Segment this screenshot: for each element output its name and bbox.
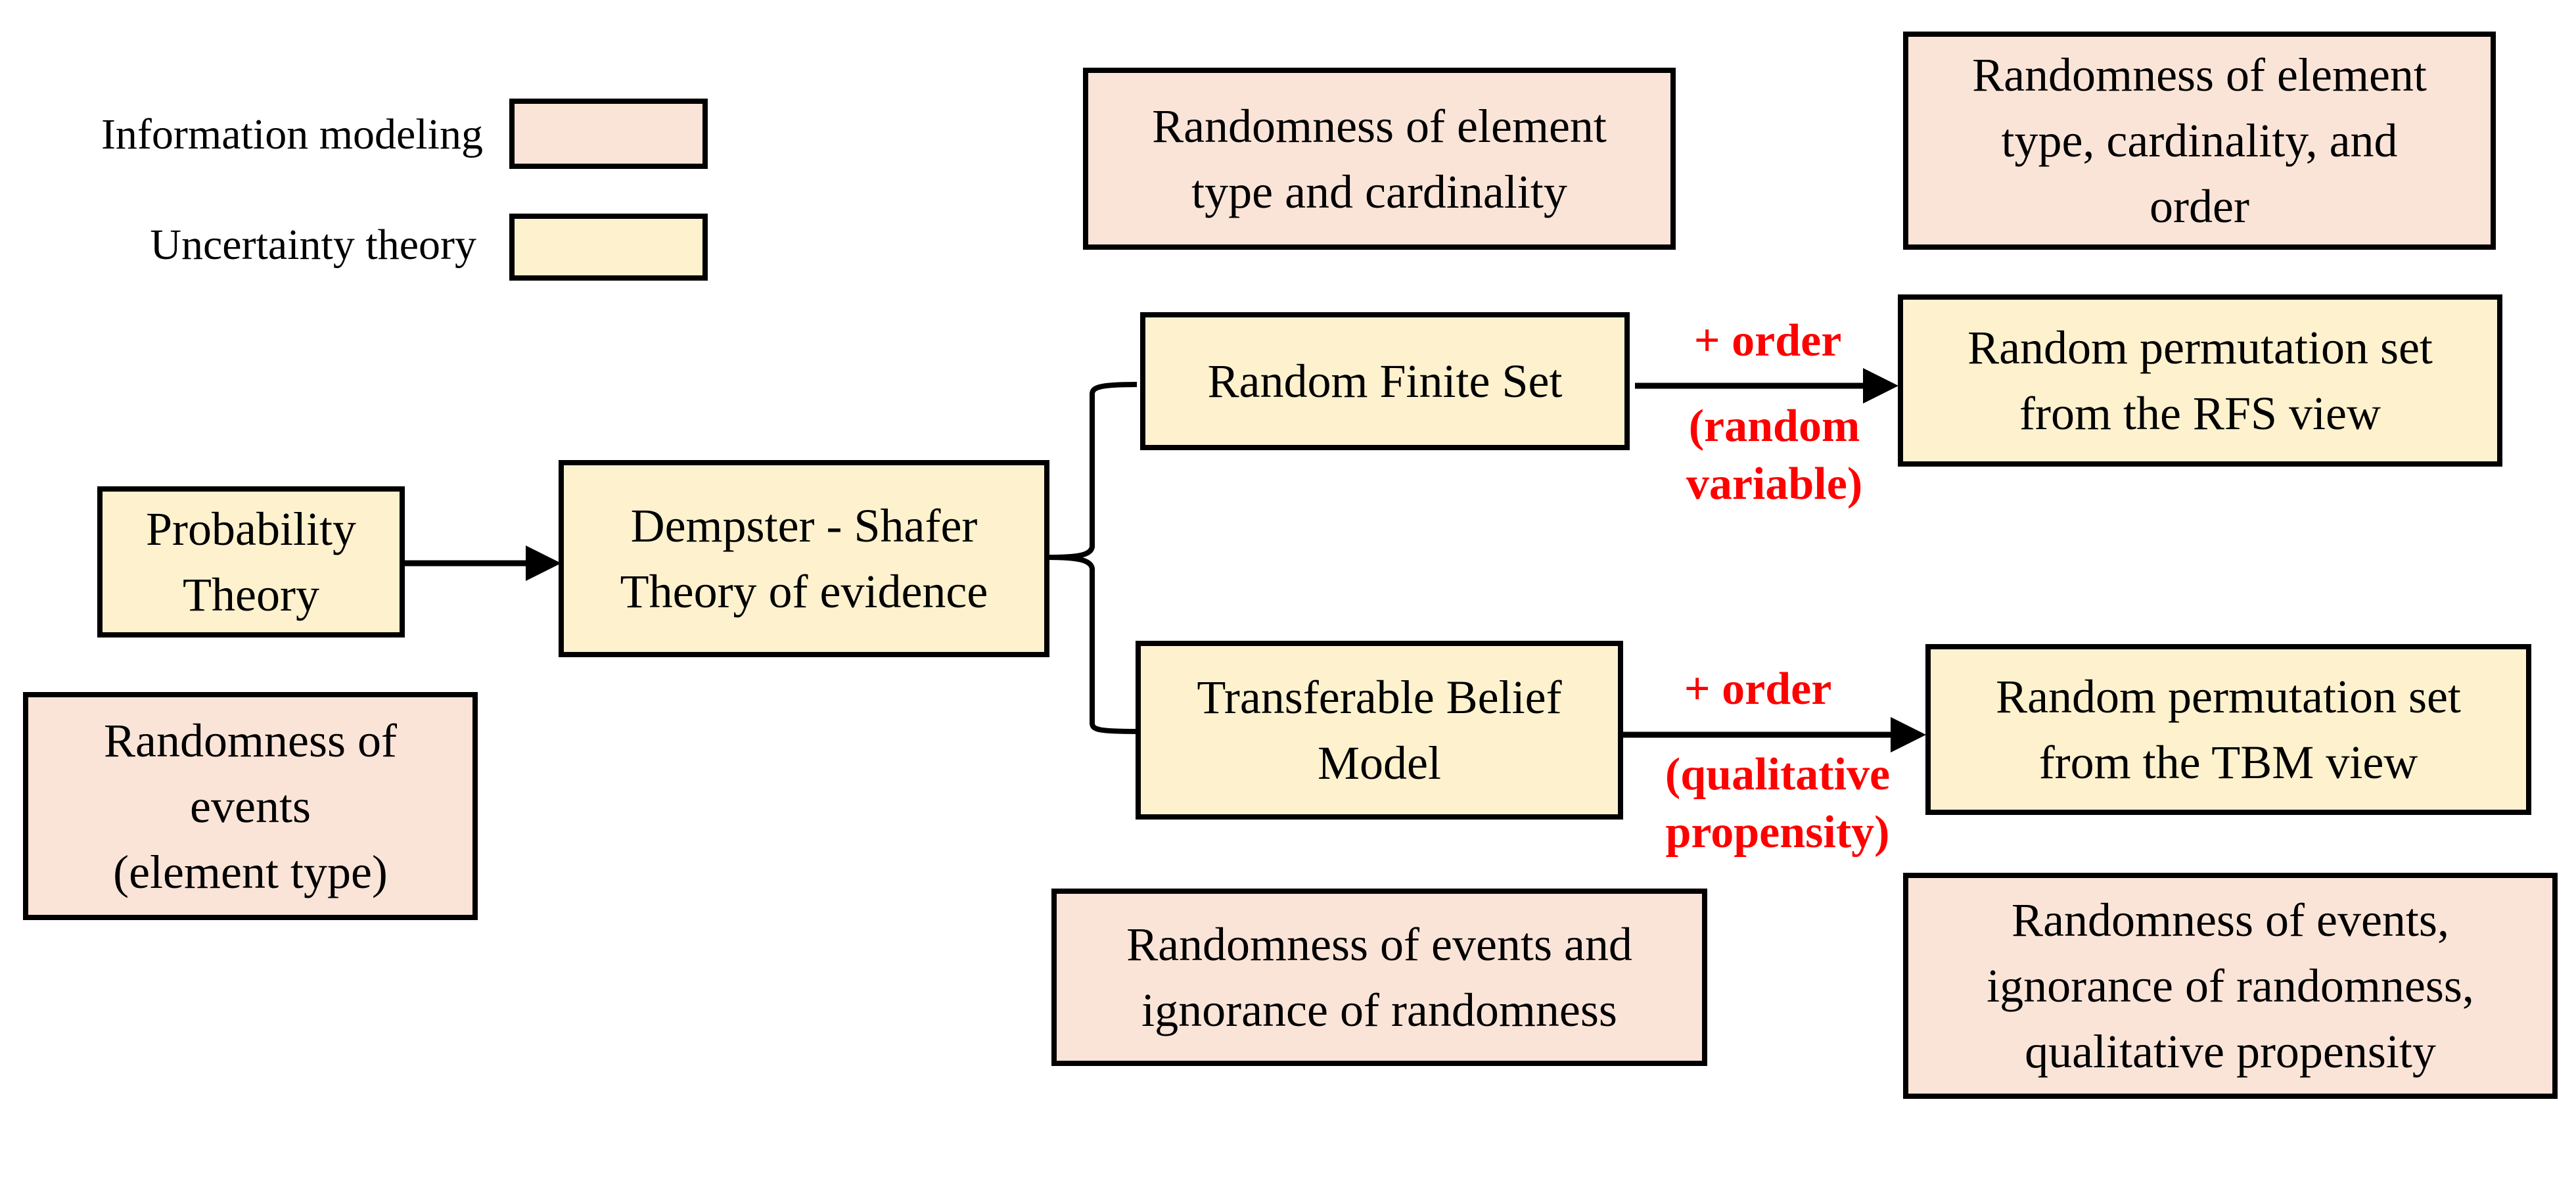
note-type-cardinality-order: Randomness of element type, cardinality,… <box>1903 32 2496 250</box>
edge-label-text: (random <box>1688 401 1860 452</box>
node-rps-rfs-view: Random permutation set from the RFS view <box>1898 294 2502 467</box>
node-text: Theory of evidence <box>620 565 988 618</box>
node-rps-tbm-view: Random permutation set from the TBM view <box>1925 644 2531 815</box>
note-text: type and cardinality <box>1191 165 1567 218</box>
legend-swatch-uncertainty-theory <box>509 214 708 281</box>
node-text: Theory <box>183 568 319 621</box>
node-dempster-shafer: Dempster - Shafer Theory of evidence <box>559 460 1049 657</box>
note-text: ignorance of randomness <box>1141 984 1617 1036</box>
note-randomness-of-events: Randomness of events (element type) <box>23 692 478 920</box>
note-text: Randomness of element <box>1972 49 2427 101</box>
node-random-finite-set: Random Finite Set <box>1140 312 1630 450</box>
node-text: Probability <box>146 503 356 555</box>
note-text: (element type) <box>113 845 388 898</box>
node-text: Model <box>1318 737 1441 789</box>
note-text: Randomness of <box>104 714 397 767</box>
node-text: Transferable Belief <box>1197 671 1562 724</box>
node-text: Random permutation set <box>1996 670 2461 723</box>
node-text: Random permutation set <box>1967 321 2433 374</box>
node-probability-theory: Probability Theory <box>97 486 405 637</box>
legend-label-uncertainty-theory: Uncertainty theory <box>150 221 476 269</box>
note-events-and-ignorance: Randomness of events and ignorance of ra… <box>1051 889 1707 1066</box>
legend-label-information-modeling: Information modeling <box>101 110 483 158</box>
node-transferable-belief-model: Transferable Belief Model <box>1136 641 1623 820</box>
node-text: from the TBM view <box>2038 736 2418 789</box>
edge-label-text: propensity) <box>1665 807 1890 858</box>
note-text: type, cardinality, and <box>2001 114 2398 167</box>
edge-label-text: variable) <box>1686 459 1863 509</box>
edge-label-tbm-plus-order: + order <box>1684 664 1832 714</box>
note-text: Randomness of events and <box>1126 918 1632 971</box>
note-text: ignorance of randomness, <box>1987 960 2474 1012</box>
edge-label-rfs-random-variable: (random variable) <box>1656 398 1893 513</box>
note-text: events <box>190 779 311 833</box>
legend-swatch-information-modeling <box>509 99 708 169</box>
edge-label-text: (qualitative <box>1665 749 1891 800</box>
node-text: Random Finite Set <box>1207 355 1563 407</box>
note-text: Randomness of events, <box>2012 894 2449 946</box>
note-text: Randomness of element <box>1152 99 1607 152</box>
edge-label-rfs-plus-order: + order <box>1693 315 1842 366</box>
note-text: order <box>2150 180 2249 233</box>
edge-label-tbm-qualitative-propensity: (qualitative propensity) <box>1640 746 1916 862</box>
brace-ds-to-rfs-tbm <box>1047 382 1138 734</box>
node-text: Dempster - Shafer <box>630 499 978 552</box>
note-events-ignorance-propensity: Randomness of events, ignorance of rando… <box>1903 873 2558 1099</box>
note-text: qualitative propensity <box>2025 1025 2436 1078</box>
note-type-and-cardinality: Randomness of element type and cardinali… <box>1083 68 1676 250</box>
node-text: from the RFS view <box>2019 387 2381 440</box>
